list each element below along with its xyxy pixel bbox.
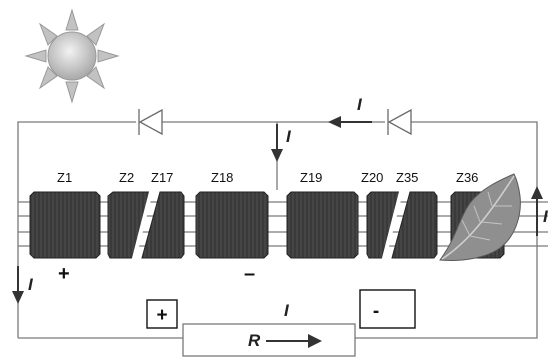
cell-label-z19: Z19 (300, 170, 322, 185)
module-minus-sign: – (244, 263, 255, 285)
current-arrow (12, 266, 24, 304)
current-label-left: I (28, 275, 34, 294)
load-current-arrow (308, 334, 322, 348)
current-label-load: I (284, 301, 290, 320)
cell-label-z36: Z36 (456, 170, 478, 185)
module-plus-sign: + (58, 263, 70, 285)
minus-terminal-box: - (359, 289, 416, 329)
cell-label-z35: Z35 (396, 170, 418, 185)
cell-z18 (195, 191, 269, 259)
cell-label-z17: Z17 (151, 170, 173, 185)
load-resistor: R (182, 323, 356, 357)
cell-z17 (141, 191, 185, 259)
current-arrow (271, 124, 283, 162)
current-arrow (328, 116, 372, 128)
series-gap-marks (131, 187, 404, 263)
current-label-right: I (543, 207, 549, 226)
plus-terminal-label: + (156, 305, 167, 326)
minus-terminal-label: - (373, 301, 379, 322)
cell-label-z18: Z18 (211, 170, 233, 185)
leaf-icon (439, 173, 521, 261)
cell-z1 (29, 191, 101, 259)
current-arrow (531, 186, 543, 236)
current-label-top-right: I (357, 95, 363, 114)
cell-z35 (391, 191, 438, 259)
diode-icon (387, 108, 412, 136)
plus-terminal-box: + (146, 299, 178, 329)
cell-label-z1: Z1 (57, 170, 72, 185)
cell-label-z2: Z2 (119, 170, 134, 185)
sun-icon (24, 8, 120, 104)
current-label-top-center: I (286, 127, 292, 146)
cell-z19 (286, 191, 359, 259)
cell-label-z20: Z20 (361, 170, 383, 185)
load-label: R (248, 331, 261, 350)
diode-icon (138, 108, 163, 136)
